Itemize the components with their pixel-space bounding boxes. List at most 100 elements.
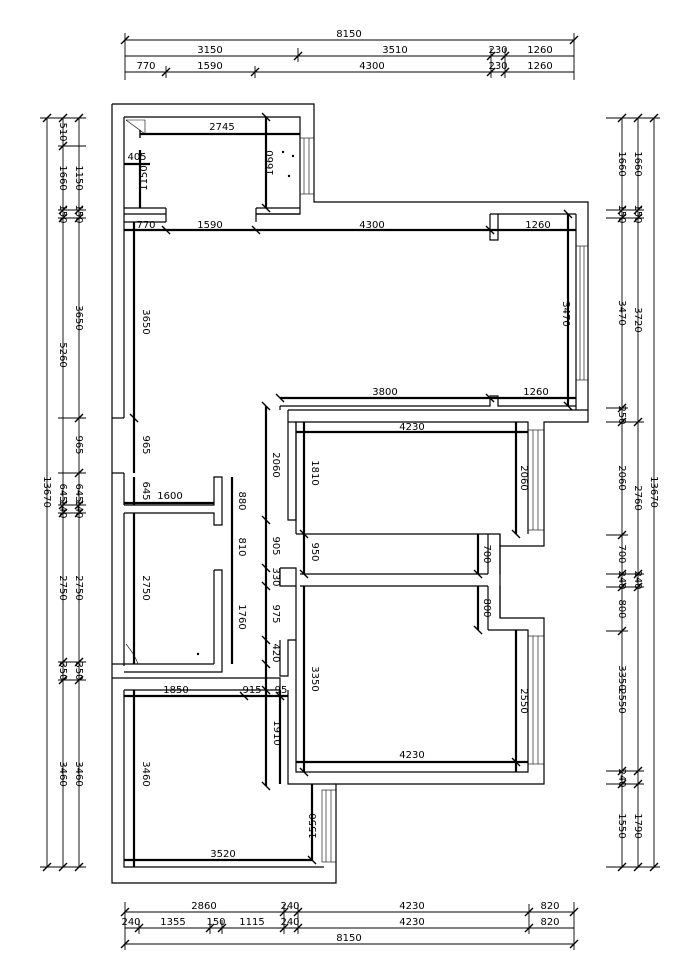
top-row1-dim: 230: [488, 45, 507, 56]
bath-dim: 810: [236, 537, 247, 556]
bottom-row2-dim: 4230: [399, 917, 424, 928]
bedroom1-width-dim: 4230: [399, 422, 424, 433]
bedroom2-dim: 3350: [309, 666, 320, 691]
left-col1-dim: 510: [57, 122, 68, 141]
top-dimension-lines: [120, 33, 579, 80]
bedroom1-dim: 700: [481, 544, 492, 563]
bedroom2-dim: 800: [481, 598, 492, 617]
right-col1-dim: 150: [616, 204, 627, 223]
top-row2-dim: 1260: [527, 61, 552, 72]
left-col1-dim: 150: [57, 204, 68, 223]
living-bottom-dim: 1260: [523, 387, 548, 398]
living-dim: 1590: [197, 220, 222, 231]
left-col1-dim: 140: [57, 499, 68, 518]
bottom-row2-dim: 1355: [160, 917, 185, 928]
right-col2-dim: 150: [632, 204, 643, 223]
bedroom3-dim: 915: [242, 685, 261, 696]
bottom-row2-dim: 240: [121, 917, 140, 928]
kitchen-door: [125, 119, 295, 178]
top-row2-dim: 230: [488, 61, 507, 72]
corridor-dim: 975: [270, 604, 281, 623]
bedroom-3: [112, 663, 336, 868]
left-col2-dim: 965: [73, 435, 84, 454]
bottom-row2-dim: 240: [280, 917, 299, 928]
living-right-dim: 3470: [560, 301, 571, 326]
top-row2-dim: 4300: [359, 61, 384, 72]
right-col1-dim: 1550: [616, 813, 627, 838]
interior-dimension-lines: [124, 112, 576, 867]
right-col1-dim: 240: [616, 570, 627, 589]
living-left-dim: 3650: [140, 309, 151, 334]
living-bottom-dim: 3800: [372, 387, 397, 398]
bedroom2-width-dim: 4230: [399, 750, 424, 761]
right-col1-dim: 250: [616, 405, 627, 424]
left-col1-dim: 3460: [57, 761, 68, 786]
right-col1-dim: 3350: [616, 665, 627, 690]
left-965-dim: 965: [140, 435, 151, 454]
left-col2-dim: 645: [73, 483, 84, 502]
bath-dim: 1600: [157, 491, 182, 502]
corridor-dim: 905: [270, 536, 281, 555]
bedroom1-dim: 2060: [518, 465, 529, 490]
left-col2-dim: 2750: [73, 575, 84, 600]
left-col2-dim: 3650: [73, 305, 84, 330]
bottom-row2-dim: 1115: [239, 917, 264, 928]
top-row1-dim: 3150: [197, 45, 222, 56]
bedroom3-dim: 1850: [163, 685, 188, 696]
top-row2-dim: 1590: [197, 61, 222, 72]
right-col1-dim: 2060: [616, 465, 627, 490]
right-dimension-lines: [606, 113, 660, 872]
bedroom1-dim: 1810: [309, 460, 320, 485]
bottom-overall-dim: 8150: [336, 933, 361, 944]
right-col1-dim: 3470: [616, 300, 627, 325]
bath-dim: 1760: [236, 604, 247, 629]
bottom-row2-dim: 820: [540, 917, 559, 928]
right-col2-dim: 240: [632, 570, 643, 589]
left-col2-dim: 350: [73, 661, 84, 680]
right-col2-dim: 1790: [632, 813, 643, 838]
bedroom2-dim: 2550: [518, 688, 529, 713]
corridor-dim: 2060: [270, 452, 281, 477]
bottom-dimension-lines: [120, 902, 579, 950]
kitchen-nook-height-dim: 1150: [139, 165, 150, 190]
left-col1-dim: 2750: [57, 575, 68, 600]
bedroom3-dim: 3520: [210, 849, 235, 860]
bottom-row1-dim: 240: [280, 901, 299, 912]
bath-dim: 880: [236, 491, 247, 510]
top-row1-dim: 1260: [527, 45, 552, 56]
corridor-dim: 330: [270, 567, 281, 586]
living-dim: 770: [136, 220, 155, 231]
right-col1-dim: 1660: [616, 151, 627, 176]
bedroom1-dim: 950: [309, 542, 320, 561]
right-col1-dim: 2550: [616, 688, 627, 713]
living-dim: 1260: [525, 220, 550, 231]
kitchen-depth-dim: 1660: [265, 150, 276, 175]
kitchen-nook-width-dim: 405: [127, 152, 146, 163]
left-dimension-lines: [40, 113, 86, 872]
top-overall-dim: 8150: [336, 29, 361, 40]
bottom-row1-dim: 4230: [399, 901, 424, 912]
bottom-row1-dim: 2860: [191, 901, 216, 912]
right-overall-dim: 13670: [648, 476, 659, 508]
bedroom3-dim: 3460: [140, 761, 151, 786]
bath-dim: 2750: [140, 575, 151, 600]
bedroom3-dim: 1910: [271, 720, 282, 745]
right-col2-dim: 2760: [632, 485, 643, 510]
left-col1-dim: 645: [57, 483, 68, 502]
right-col1-dim: 240: [616, 768, 627, 787]
left-col2-dim: 1150: [73, 165, 84, 190]
left-col1-dim: 350: [57, 661, 68, 680]
top-row1-dim: 3510: [382, 45, 407, 56]
bottom-row1-dim: 820: [540, 901, 559, 912]
bedroom3-dim: 95: [275, 685, 288, 696]
bathroom: [123, 476, 223, 673]
bedroom-walls: [279, 422, 529, 773]
left-col1-dim: 5260: [57, 342, 68, 367]
top-row2-dim: 770: [136, 61, 155, 72]
living-dim: 4300: [359, 220, 384, 231]
left-overall-dim: 13670: [41, 476, 52, 508]
kitchen-width-dim: 2745: [209, 122, 234, 133]
left-ticks: [42, 113, 86, 872]
left-col2-dim: 150: [73, 204, 84, 223]
